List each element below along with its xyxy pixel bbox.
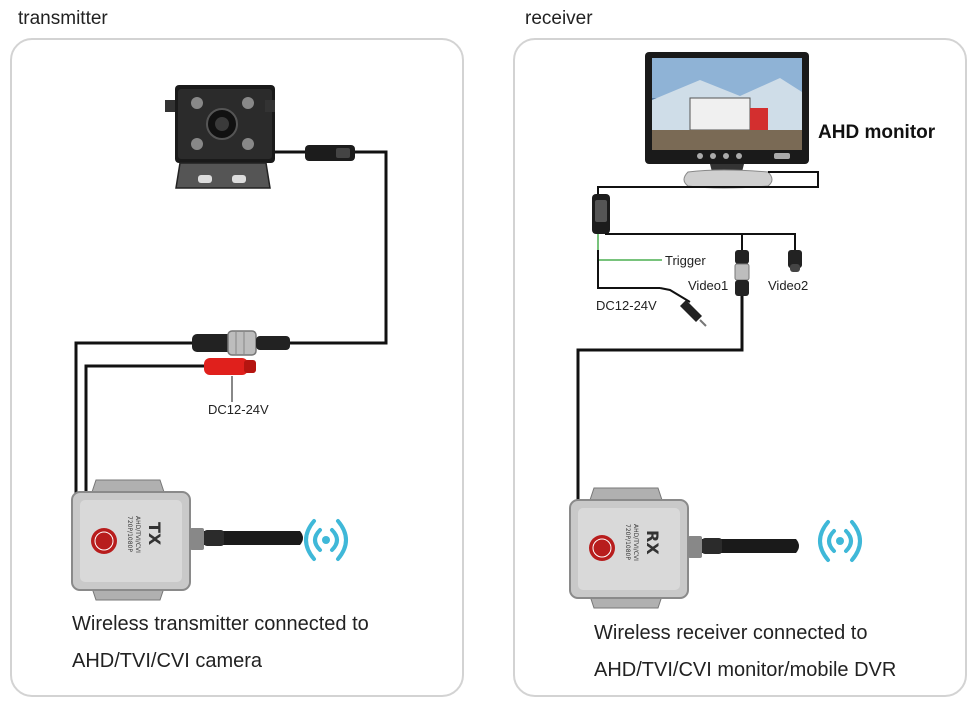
- video2-connector: [788, 250, 802, 272]
- receiver-title: receiver: [525, 8, 593, 29]
- rx-code: RX: [643, 530, 662, 555]
- tx-spec-2: 720P/1080P: [126, 516, 133, 552]
- video1-label: Video1: [688, 278, 729, 293]
- rx-module: [569, 487, 702, 609]
- tx-code: TX: [145, 522, 164, 546]
- video1-connector: [734, 250, 750, 296]
- monitor-connector: [592, 194, 610, 234]
- rx-spec-1: AHD/TVI/CVI: [632, 524, 639, 561]
- video2-label: Video2: [768, 278, 809, 293]
- wireless-signal-icon: [818, 520, 862, 562]
- tx-caption-line2: AHD/TVI/CVI camera: [72, 650, 263, 672]
- rx-power-plug: [659, 287, 707, 327]
- transmitter-title: transmitter: [18, 8, 108, 29]
- splitter-connector: [192, 330, 290, 356]
- rx-caption-line2: AHD/TVI/CVI monitor/mobile DVR: [594, 659, 897, 681]
- tx-power-label: DC12-24V: [208, 402, 269, 417]
- monitor-label: AHD monitor: [818, 122, 936, 143]
- ahd-monitor: [645, 52, 809, 189]
- rx-spec-2: 720P/1080P: [624, 524, 631, 560]
- tx-module: [71, 479, 204, 601]
- tx-caption-line1: Wireless transmitter connected to: [72, 613, 369, 635]
- wireless-signal-icon: [304, 519, 348, 561]
- tx-antenna: [204, 530, 303, 546]
- trigger-label: Trigger: [665, 253, 706, 268]
- rx-power-label: DC12-24V: [596, 298, 657, 313]
- rx-antenna: [702, 538, 799, 554]
- rx-caption-line1: Wireless receiver connected to: [594, 622, 868, 644]
- camera: [165, 85, 275, 189]
- tx-spec-1: AHD/TVI/CVI: [134, 516, 141, 553]
- power-plug: [204, 358, 256, 375]
